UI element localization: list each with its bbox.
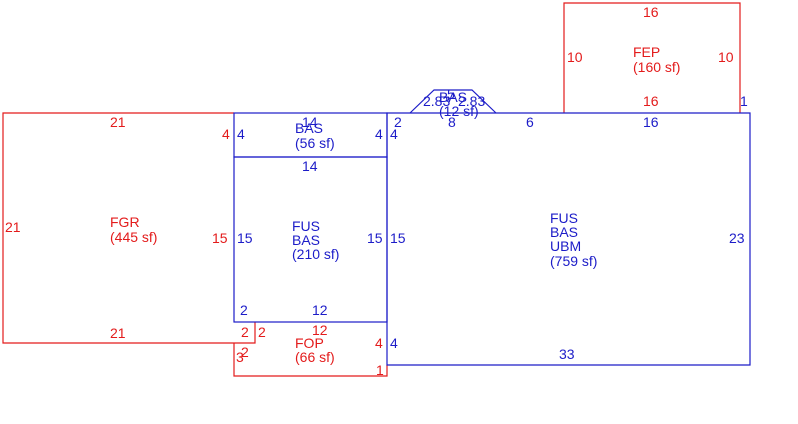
- dim-fep-left: 10: [567, 49, 583, 65]
- dim-fop-top: 12: [312, 322, 328, 338]
- bas-small-area-label: BAS: [295, 120, 323, 136]
- dim-fep-bottom: 16: [643, 93, 659, 109]
- fus-bas-area-label-2: BAS: [292, 232, 320, 248]
- dim-fop-jog-b: 2: [258, 324, 266, 340]
- dim-bas-bottom: 14: [302, 158, 318, 174]
- dim-fop-left2: 2: [241, 344, 249, 360]
- bay-area-label: BAS: [439, 89, 467, 105]
- dim-main-left-bottom: 4: [390, 335, 398, 351]
- bas-small-area-size: (56 sf): [295, 135, 335, 151]
- dim-fb-left: 15: [237, 230, 253, 246]
- dim-fgr-left: 21: [5, 219, 21, 235]
- dim-bas-top: 14: [302, 114, 318, 130]
- dim-fep-top: 16: [643, 4, 659, 20]
- fgr-garage-outline: [2, 112, 256, 344]
- dim-fgr-bottom: 21: [110, 325, 126, 341]
- dim-bay-right: 2.83: [458, 93, 485, 109]
- dim-main-right: 23: [729, 230, 745, 246]
- dim-main-top-a: 6: [526, 114, 534, 130]
- fus-bas-area-size: (210 sf): [292, 246, 339, 262]
- dim-bay-left: 2.83: [423, 93, 450, 109]
- dim-fb-right: 15: [367, 230, 383, 246]
- dim-bay-mid2: 5: [447, 86, 455, 102]
- fop-area-size: (66 sf): [295, 349, 335, 365]
- dim-fb-bottom: 12: [312, 302, 328, 318]
- dim-main-top-b: 16: [643, 114, 659, 130]
- dim-fop-right: 4: [375, 335, 383, 351]
- dim-main-left-top: 2: [394, 114, 402, 130]
- dim-fep-right: 10: [718, 49, 734, 65]
- dim-fop-right-bottom: 1: [376, 362, 384, 378]
- dim-main-right-top: 1: [740, 93, 748, 109]
- fop-porch-outline: [233, 343, 388, 377]
- fus-main-area-size: (759 sf): [550, 253, 597, 269]
- fgr-area-label: FGR: [110, 214, 140, 230]
- fus-main-area-label-2: BAS: [550, 224, 578, 240]
- dim-fb-bottom-left: 2: [240, 302, 248, 318]
- dim-bay-mid: 8: [448, 114, 456, 130]
- fop-area-label: FOP: [295, 335, 324, 351]
- dim-fgr-right: 15: [212, 230, 228, 246]
- fus-main-area-label-3: UBM: [550, 238, 581, 254]
- fus-bas-area-label-1: FUS: [292, 218, 320, 234]
- bay-area-size: (12 sf): [439, 103, 479, 119]
- dim-main-left: 15: [390, 230, 406, 246]
- fus-main-outline: [386, 112, 751, 366]
- fus-main-area-label-1: FUS: [550, 210, 578, 226]
- fep-porch-outline: [563, 2, 741, 113]
- bay-outline: [409, 89, 497, 114]
- dim-fop-jog-a: 2: [241, 324, 249, 340]
- dim-bas-left: 4: [237, 126, 245, 142]
- dim-fop-left: 3: [236, 349, 244, 365]
- dim-fgr-right-top: 4: [222, 126, 230, 142]
- fep-area-label: FEP: [633, 44, 660, 60]
- dim-fgr-top: 21: [110, 114, 126, 130]
- fgr-area-size: (445 sf): [110, 229, 157, 245]
- dim-bas-right: 4: [375, 126, 383, 142]
- dim-main-left-top2: 4: [390, 126, 398, 142]
- dim-main-bottom: 33: [559, 346, 575, 362]
- fep-area-size: (160 sf): [633, 59, 680, 75]
